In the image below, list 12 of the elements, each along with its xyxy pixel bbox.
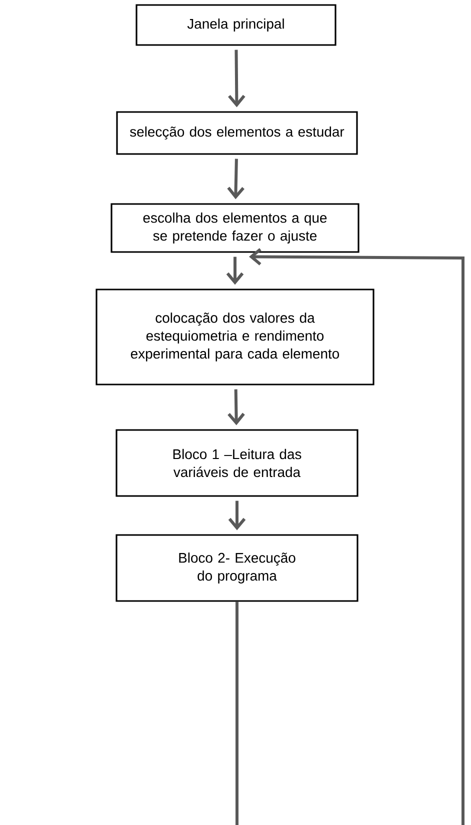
process-box: Janela principal [136,4,336,46]
process-box: Bloco 2- Execução do programa [116,534,358,602]
process-box: escolha dos elementos a que se pretende fazer o ajuste [110,203,360,253]
arrow [227,158,244,200]
process-box: Bloco 1 –Leitura das variáveis de entrada [116,429,358,497]
process-box: selecção dos elementos a estudar [116,111,358,155]
arrow [228,500,246,530]
arrow [249,248,464,825]
arrow [228,389,245,426]
process-box: colocação dos valores da estequiometria e rendimento experimental para cada elemento [96,288,374,386]
arrow [228,50,246,108]
arrow [226,256,244,285]
